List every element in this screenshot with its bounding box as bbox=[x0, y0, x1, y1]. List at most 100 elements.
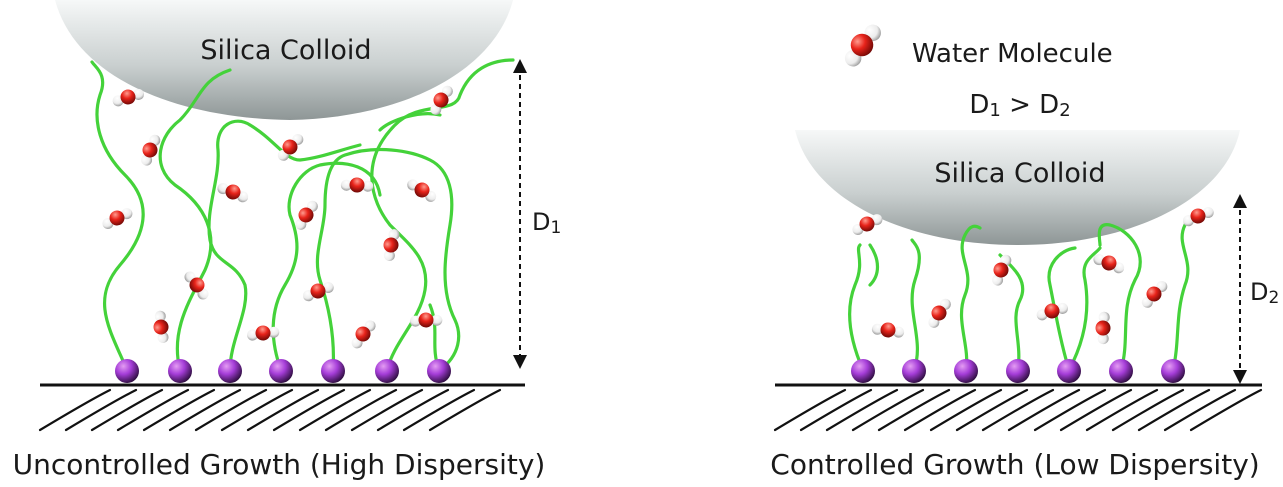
water-molecule bbox=[301, 276, 335, 307]
substrate-hatch bbox=[903, 388, 977, 432]
water-molecules-left bbox=[101, 81, 459, 352]
substrate-hatch bbox=[1137, 388, 1211, 432]
substrate-hatch bbox=[324, 388, 398, 432]
polymer-chains-left bbox=[90, 58, 515, 372]
polymer-chain bbox=[998, 253, 1025, 372]
polymer-chain bbox=[959, 224, 982, 372]
substrate-hatch bbox=[428, 388, 502, 432]
substrate-hatch bbox=[272, 388, 346, 432]
polymer-chain bbox=[1047, 246, 1077, 372]
water-molecule bbox=[405, 173, 438, 208]
colloid-label-right: Silica Colloid bbox=[934, 158, 1105, 189]
anchor-bead bbox=[269, 359, 293, 383]
anchor-bead bbox=[851, 359, 875, 383]
water-molecule bbox=[869, 312, 907, 350]
distance-label-left: D1 bbox=[532, 208, 561, 238]
substrate-hatch bbox=[851, 388, 925, 432]
substrate-hatch bbox=[194, 388, 268, 432]
substrate-hatch bbox=[116, 388, 190, 432]
polymer-chain bbox=[315, 147, 461, 372]
polymer-chain bbox=[370, 58, 515, 372]
anchor-bead bbox=[427, 359, 451, 383]
anchor-bead bbox=[321, 359, 345, 383]
colloid-label-left: Silica Colloid bbox=[200, 35, 371, 66]
polymer-chain bbox=[378, 112, 442, 132]
substrate-hatch bbox=[142, 388, 216, 432]
water-molecule bbox=[346, 319, 381, 350]
substrate-hatch bbox=[90, 388, 164, 432]
substrate-hatch bbox=[376, 388, 450, 432]
anchor-bead bbox=[954, 359, 978, 383]
substrate-hatch bbox=[1085, 388, 1159, 432]
substrate-hatch bbox=[955, 388, 1029, 432]
anchor-bead bbox=[1006, 359, 1030, 383]
substrate-hatch bbox=[799, 388, 873, 432]
substrate-hatch bbox=[1163, 388, 1237, 432]
silica-colloid-right bbox=[795, 130, 1240, 245]
anchor-bead bbox=[218, 359, 242, 383]
substrate-hatch bbox=[220, 388, 294, 432]
polymer-chain bbox=[207, 119, 362, 372]
water-legend: Water Molecule bbox=[837, 22, 1113, 69]
caption-right: Controlled Growth (Low Dispersity) bbox=[770, 448, 1259, 481]
polymer-chain bbox=[158, 68, 232, 372]
water-molecule bbox=[407, 302, 445, 339]
anchor-bead bbox=[1057, 359, 1081, 383]
anchor-beads-left bbox=[115, 359, 451, 383]
silica-colloid-left bbox=[55, 0, 513, 120]
substrate-hatch bbox=[1007, 388, 1081, 432]
substrate-right bbox=[773, 383, 1263, 432]
substrate-hatch bbox=[246, 388, 320, 432]
polymer-chain bbox=[910, 238, 921, 372]
substrate-hatch bbox=[168, 388, 242, 432]
polymer-chain bbox=[1067, 246, 1102, 372]
water-molecule bbox=[184, 271, 209, 300]
caption-left: Uncontrolled Growth (High Dispersity) bbox=[13, 448, 546, 481]
polymer-chain bbox=[848, 243, 865, 372]
water-molecule bbox=[1138, 280, 1171, 309]
anchor-bead bbox=[115, 359, 139, 383]
substrate-hatch bbox=[38, 388, 112, 432]
polymer-chain bbox=[1097, 223, 1142, 372]
substrate-hatch bbox=[981, 388, 1055, 432]
anchor-beads-right bbox=[851, 359, 1185, 383]
right-panel: Water Molecule D1 > D2 Silica Colloid bbox=[770, 22, 1279, 481]
water-molecule-legend-icon bbox=[837, 22, 888, 69]
water-molecule bbox=[1085, 309, 1122, 347]
water-molecule bbox=[101, 204, 134, 233]
water-molecule bbox=[373, 226, 411, 264]
anchor-bead bbox=[1109, 359, 1133, 383]
substrate-hatch bbox=[298, 388, 372, 432]
polymer-chain bbox=[868, 243, 880, 287]
substrate-hatch bbox=[825, 388, 899, 432]
distance-relation: D1 > D2 bbox=[969, 90, 1070, 121]
water-molecule bbox=[144, 308, 180, 345]
substrate-hatch bbox=[929, 388, 1003, 432]
substrate-hatch bbox=[773, 388, 847, 432]
water-legend-label: Water Molecule bbox=[912, 39, 1113, 69]
substrate-left bbox=[38, 383, 525, 432]
substrate-hatch bbox=[1111, 388, 1185, 432]
anchor-bead bbox=[168, 359, 192, 383]
substrate-hatch bbox=[1189, 388, 1263, 432]
water-molecule bbox=[851, 210, 884, 239]
substrate-hatch bbox=[402, 388, 476, 432]
substrate-hatch bbox=[877, 388, 951, 432]
polymer-chain bbox=[271, 161, 382, 372]
substrate-hatch bbox=[350, 388, 424, 432]
water-molecule bbox=[1181, 201, 1215, 232]
substrate-hatch bbox=[1033, 388, 1107, 432]
anchor-bead bbox=[375, 359, 399, 383]
polymer-chain bbox=[1171, 211, 1204, 372]
distance-label-right: D2 bbox=[1250, 278, 1279, 308]
water-molecule bbox=[922, 297, 957, 330]
left-panel: Silica Colloid bbox=[13, 0, 561, 481]
polymer-chain bbox=[90, 60, 145, 372]
water-molecule bbox=[215, 174, 251, 211]
anchor-bead bbox=[902, 359, 926, 383]
substrate-hatch bbox=[64, 388, 138, 432]
substrate-hatch bbox=[1059, 388, 1133, 432]
anchor-bead bbox=[1161, 359, 1185, 383]
